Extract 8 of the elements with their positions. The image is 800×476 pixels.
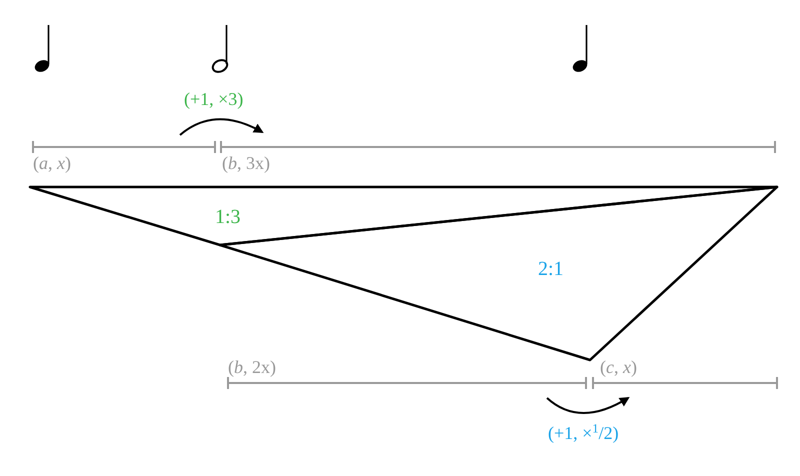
- ratio-label: 2:1: [538, 259, 564, 279]
- ratio-label: 1:3: [215, 207, 241, 227]
- transform-label: (+1, ×$^{1}$/2): [548, 424, 619, 442]
- interval-label: (b, 2x): [228, 358, 276, 376]
- interval-label: (c, x): [600, 358, 637, 376]
- interval-label: (b, 3x): [222, 154, 270, 172]
- transform-label: (+1, ×3): [184, 90, 244, 108]
- interval-label: (a, x): [33, 154, 71, 172]
